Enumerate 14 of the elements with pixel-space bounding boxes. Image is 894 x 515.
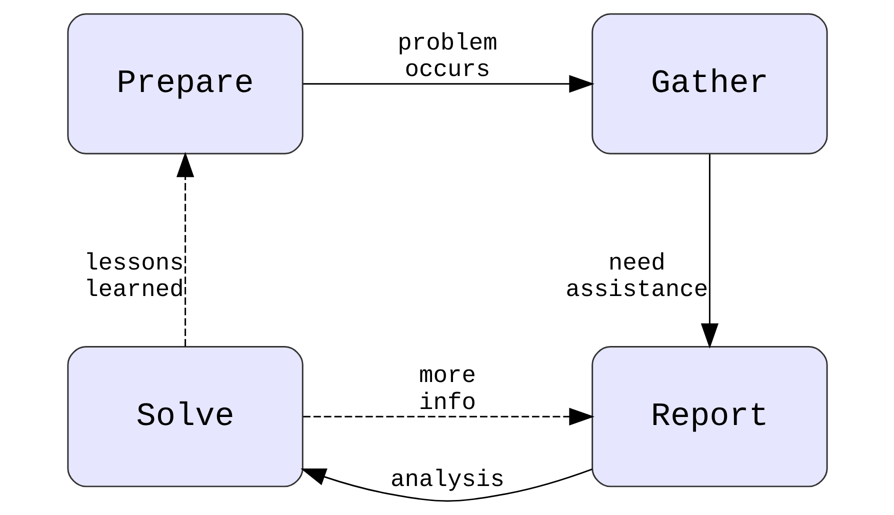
edge-label: lessons learned <box>84 250 184 304</box>
node-box: Gather <box>591 13 828 154</box>
arrow <box>302 75 594 93</box>
edge-label: analysis <box>390 467 504 494</box>
arrow <box>700 154 718 349</box>
node-box: Prepare <box>66 13 303 154</box>
edge-label: need assistance <box>565 250 708 304</box>
arrow <box>302 408 594 426</box>
node-box: Report <box>591 346 828 488</box>
edge-label: more info <box>418 363 476 417</box>
arrow <box>176 152 194 346</box>
arrow <box>300 468 592 502</box>
edge-label: problem occurs <box>397 30 497 84</box>
node-box: Solve <box>66 346 303 488</box>
